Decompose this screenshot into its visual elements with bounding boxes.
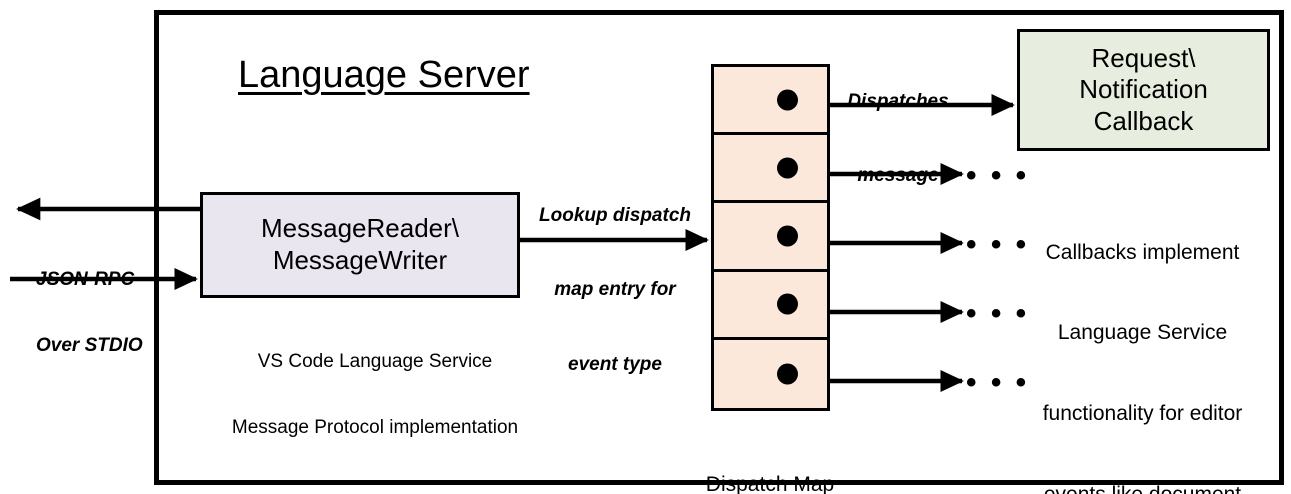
lookup-label-line3: event type [568, 353, 662, 375]
message-reader-writer-label: MessageReader\ MessageWriter [261, 213, 459, 276]
dispatch-map-row[interactable] [714, 272, 827, 340]
dispatch-map-row[interactable] [714, 135, 827, 204]
request-notification-callback-node[interactable]: Request\ Notification Callback [1017, 29, 1270, 151]
callback-dot-icon [777, 293, 798, 315]
dispatch-map-table[interactable] [711, 64, 830, 411]
callback-title-line2: Notification [1079, 74, 1208, 105]
callback-dot-icon [777, 157, 798, 179]
callback-dot-icon [777, 363, 798, 385]
callback-caption: Callbacks implement Language Service fun… [1010, 186, 1275, 494]
dispatch-map-caption: Dispatch Map (event_type, callback) [645, 419, 895, 494]
callback-dot-icon [777, 225, 798, 247]
ellipsis-row-2: • • • [966, 159, 1030, 192]
jsonrpc-transport-label: JSON-RPC Over STDIO [36, 225, 143, 401]
ellipsis-row-3: • • • [966, 228, 1030, 261]
dispatch-map-row[interactable] [714, 203, 827, 272]
jsonrpc-label-line1: JSON-RPC [36, 269, 135, 291]
ellipsis-row-4: • • • [966, 297, 1030, 330]
callback-caption-line2: Language Service [1057, 321, 1228, 345]
callback-dot-icon [777, 89, 798, 111]
ellipsis-row-5: • • • [966, 366, 1030, 399]
lookup-label-line1: Lookup dispatch [539, 205, 691, 227]
callback-caption-line4: events like document [1010, 482, 1275, 494]
lookup-dispatch-edge-label: Lookup dispatch map entry for event type [522, 155, 708, 427]
dispatch-caption-line1: Dispatch Map [705, 472, 835, 494]
message-reader-writer-node[interactable]: MessageReader\ MessageWriter [200, 192, 520, 298]
message-reader-caption-line1: VS Code Language Service [257, 351, 493, 373]
jsonrpc-label-line2: Over STDIO [36, 335, 143, 357]
callback-caption-line3: functionality for editor [1042, 402, 1243, 425]
message-reader-caption: VS Code Language Service Message Protoco… [200, 307, 550, 483]
callback-title-line3: Callback [1093, 105, 1194, 136]
page-title: Language Server [238, 54, 530, 96]
message-reader-caption-line2: Message Protocol implementation [231, 417, 519, 439]
callback-node-label: Request\ Notification Callback [1079, 43, 1208, 137]
language-server-container [154, 10, 1284, 485]
dispatches-label-line1: Dispatches [847, 91, 949, 113]
dispatch-map-row[interactable] [714, 67, 827, 136]
dispatches-label-line2: message [857, 165, 939, 187]
callback-title-line1: Request\ [1091, 43, 1196, 74]
lookup-label-line2: map entry for [554, 279, 676, 301]
message-reader-line2: MessageWriter [272, 245, 448, 275]
dispatches-message-edge-label: Dispatches message [838, 41, 958, 239]
callback-caption-line1: Callbacks implement [1045, 240, 1240, 264]
message-reader-line1: MessageReader\ [261, 213, 459, 244]
dispatch-map-row[interactable] [714, 340, 827, 408]
